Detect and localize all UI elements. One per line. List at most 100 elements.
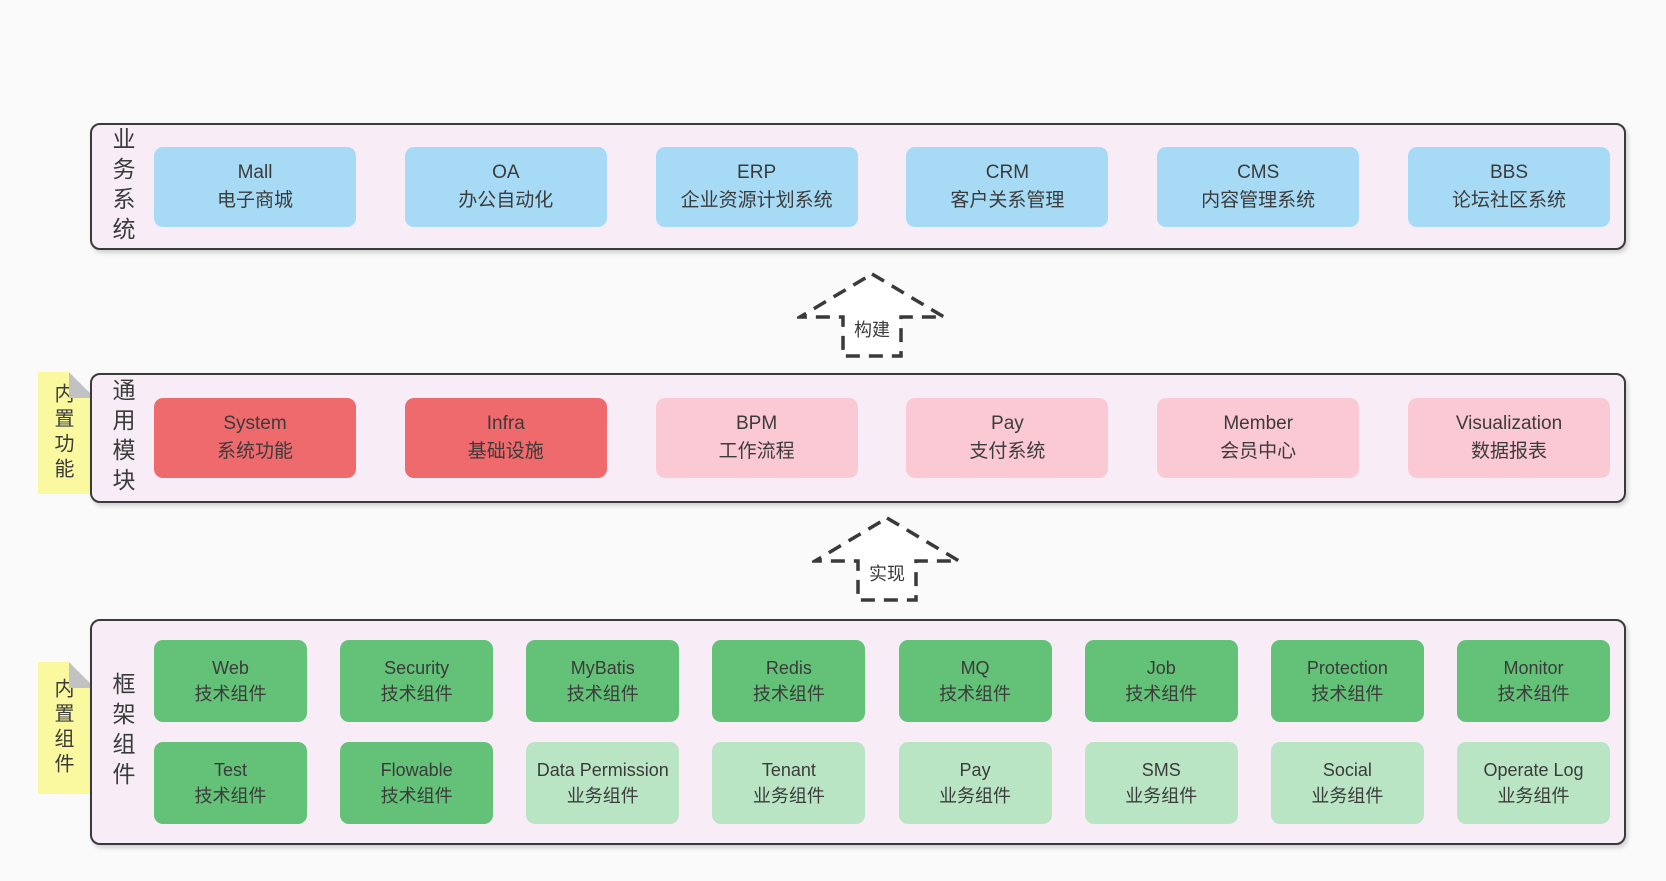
box-subtitle: 企业资源计划系统 <box>680 189 833 211</box>
box-subtitle: 技术组件 <box>194 684 267 704</box>
dashed-arrow-shape <box>812 515 962 602</box>
layer-label: 框架组件 <box>109 672 135 792</box>
box-title: Visualization <box>1455 413 1563 435</box>
box-title: Test <box>213 759 247 780</box>
box-title: Pay <box>959 759 991 780</box>
box-subtitle: 技术组件 <box>566 684 639 704</box>
box-title: Member <box>1223 413 1294 435</box>
box-subtitle: 论坛社区系统 <box>1451 189 1566 211</box>
box-title: Mall <box>237 161 273 183</box>
arrow-label: 构建 <box>854 320 890 340</box>
box-subtitle: 内容管理系统 <box>1201 189 1316 211</box>
sticky-tab-label: 内置组件 <box>51 678 73 778</box>
box-title: BPM <box>736 413 778 435</box>
box-title: Tenant <box>761 759 816 780</box>
box-subtitle: 系统功能 <box>216 441 293 462</box>
box-title: Job <box>1146 657 1176 678</box>
box-title: BBS <box>1489 161 1528 183</box>
box-subtitle: 会员中心 <box>1220 441 1297 462</box>
layer-framework-components: 框架组件 Web 技术组件 Security 技术组件 MyBatis 技术组件… <box>90 619 1626 845</box>
box-sms: SMS 业务组件 <box>1084 742 1238 824</box>
box-title: ERP <box>737 161 777 183</box>
box-bbs: BBS 论坛社区系统 <box>1407 146 1610 227</box>
box-title: MQ <box>960 657 990 678</box>
box-subtitle: 技术组件 <box>380 684 453 704</box>
layer-business-systems: 业务系统 Mall 电子商城 OA 办公自动化 ERP 企业资源计划系统 CRM… <box>90 123 1626 250</box>
box-title: CMS <box>1237 161 1280 183</box>
dashed-arrow-shape <box>797 271 947 358</box>
box-subtitle: 业务组件 <box>939 786 1012 806</box>
box-subtitle: 基础设施 <box>467 441 544 462</box>
box-title: Infra <box>486 413 525 435</box>
box-title: Web <box>212 657 249 678</box>
box-title: OA <box>492 161 520 183</box>
box-monitor: Monitor 技术组件 <box>1456 640 1610 722</box>
box-system: System 系统功能 <box>154 398 356 478</box>
box-job: Job 技术组件 <box>1084 640 1238 722</box>
box-subtitle: 办公自动化 <box>458 189 554 211</box>
box-title: Protection <box>1306 657 1388 678</box>
box-subtitle: 技术组件 <box>1311 684 1384 704</box>
sticky-tab-built-in-components: 内置组件 <box>38 662 95 794</box>
box-grid: Web 技术组件 Security 技术组件 MyBatis 技术组件 Redi… <box>154 640 1610 824</box>
box-subtitle: 业务组件 <box>752 786 825 806</box>
box-title: Operate Log <box>1483 759 1584 780</box>
box-mq: MQ 技术组件 <box>898 640 1052 722</box>
box-test: Test 技术组件 <box>154 742 307 824</box>
box-tenant: Tenant 业务组件 <box>712 742 866 824</box>
box-social: Social 业务组件 <box>1270 742 1424 824</box>
layer-label: 通用模块 <box>109 378 135 498</box>
arrow-label: 实现 <box>869 564 905 584</box>
box-crm: CRM 客户关系管理 <box>906 146 1109 227</box>
sticky-tab-label: 内置功能 <box>51 383 73 483</box>
implement-arrow-up-icon: 实现 <box>812 515 962 603</box>
box-subtitle: 技术组件 <box>939 684 1012 704</box>
box-title: Data Permission <box>536 759 669 780</box>
box-oa: OA 办公自动化 <box>404 146 607 227</box>
box-security: Security 技术组件 <box>340 640 494 722</box>
box-subtitle: 业务组件 <box>566 786 639 806</box>
build-arrow-up-icon: 构建 <box>797 271 947 359</box>
box-pay: Pay 支付系统 <box>906 398 1109 478</box>
box-member: Member 会员中心 <box>1157 398 1360 478</box>
box-subtitle: 数据报表 <box>1470 441 1547 462</box>
box-title: MyBatis <box>570 657 635 678</box>
box-title: Monitor <box>1503 657 1564 678</box>
box-redis: Redis 技术组件 <box>712 640 866 722</box>
box-data-permission: Data Permission 业务组件 <box>526 742 680 824</box>
box-subtitle: 技术组件 <box>194 786 267 806</box>
box-subtitle: 业务组件 <box>1497 786 1570 806</box>
layer-label: 业务系统 <box>109 126 135 247</box>
box-cms: CMS 内容管理系统 <box>1157 146 1360 227</box>
box-row: Test 技术组件 Flowable 技术组件 Data Permission … <box>154 742 1610 824</box>
layer-common-modules: 通用模块 System 系统功能 Infra 基础设施 BPM 工作流程 Pay… <box>90 373 1626 503</box>
box-title: Pay <box>991 413 1024 435</box>
box-subtitle: 技术组件 <box>1497 684 1570 704</box>
box-subtitle: 技术组件 <box>752 684 825 704</box>
box-title: System <box>223 413 287 435</box>
box-pay: Pay 业务组件 <box>898 742 1052 824</box>
box-row: Mall 电子商城 OA 办公自动化 ERP 企业资源计划系统 CRM 客户关系… <box>154 125 1610 248</box>
box-bpm: BPM 工作流程 <box>655 398 858 478</box>
box-title: CRM <box>985 161 1030 183</box>
box-infra: Infra 基础设施 <box>404 398 607 478</box>
box-subtitle: 业务组件 <box>1311 786 1384 806</box>
box-subtitle: 技术组件 <box>380 786 453 806</box>
box-mall: Mall 电子商城 <box>154 146 356 227</box>
box-subtitle: 技术组件 <box>1125 684 1198 704</box>
box-visualization: Visualization 数据报表 <box>1407 398 1610 478</box>
box-operate-log: Operate Log 业务组件 <box>1456 742 1610 824</box>
box-title: Security <box>384 657 450 678</box>
box-subtitle: 支付系统 <box>969 441 1046 462</box>
box-web: Web 技术组件 <box>154 640 307 722</box>
box-title: Social <box>1322 759 1372 780</box>
box-title: SMS <box>1141 759 1181 780</box>
box-mybatis: MyBatis 技术组件 <box>526 640 680 722</box>
sticky-tab-built-in-features: 内置功能 <box>38 372 95 494</box>
box-row: System 系统功能 Infra 基础设施 BPM 工作流程 Pay 支付系统… <box>154 375 1610 501</box>
box-title: Flowable <box>380 759 453 780</box>
box-subtitle: 电子商城 <box>216 189 293 211</box>
box-row: Web 技术组件 Security 技术组件 MyBatis 技术组件 Redi… <box>154 640 1610 722</box>
box-title: Redis <box>765 657 812 678</box>
